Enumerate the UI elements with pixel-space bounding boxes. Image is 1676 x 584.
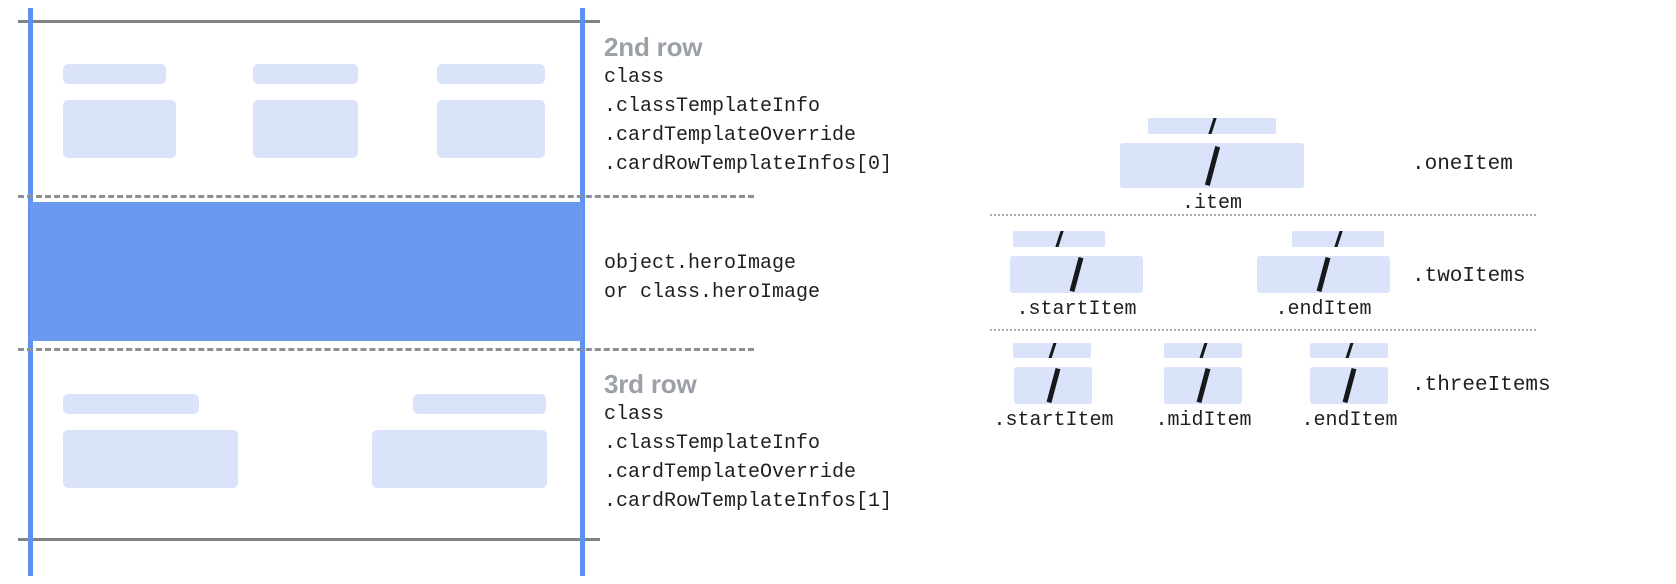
slot-main — [1310, 367, 1388, 404]
slash-icon — [1316, 256, 1331, 293]
slash-icon — [1333, 231, 1344, 247]
hero-image-code-line-1: object.heroImage — [604, 252, 797, 275]
second-row-code-line-3: .cardTemplateOverride — [604, 124, 857, 147]
slash-icon — [1204, 146, 1221, 186]
card-top-rule — [18, 20, 600, 23]
slot-main — [1257, 256, 1390, 293]
group-label-three-items: .threeItems — [1412, 374, 1551, 397]
hero-image-band — [30, 202, 583, 341]
second-row-code-line-2: .classTemplateInfo — [604, 95, 821, 118]
third-row-code-line-4: .cardRowTemplateInfos[1] — [604, 490, 893, 513]
slash-icon — [1047, 343, 1058, 358]
placeholder-body — [437, 100, 545, 158]
placeholder-title — [253, 64, 358, 84]
group-separator — [990, 329, 1536, 331]
group-label-two-items: .twoItems — [1412, 265, 1526, 288]
slot-cap — [1292, 231, 1384, 247]
card-bottom-rule — [18, 538, 600, 541]
second-row-code-line-1: class — [604, 66, 665, 89]
placeholder-body — [63, 100, 176, 158]
slot-cap — [1013, 343, 1091, 358]
third-row-heading: 3rd row — [604, 369, 697, 399]
placeholder-title — [63, 64, 166, 84]
slot-label: .endItem — [1275, 298, 1372, 321]
placeholder-title — [437, 64, 545, 84]
slot-cap — [1310, 343, 1388, 358]
third-row-code-line-2: .classTemplateInfo — [604, 432, 821, 455]
slash-icon — [1207, 118, 1218, 134]
card-template-mockup — [0, 0, 754, 584]
slot-main — [1014, 367, 1092, 404]
annotation-hero-image: object.heroImage or class.heroImage — [604, 249, 820, 307]
second-row-heading: 2nd row — [604, 32, 703, 62]
slot-cap — [1164, 343, 1242, 358]
second-row-code-line-4: .cardRowTemplateInfos[0] — [604, 153, 893, 176]
slash-icon — [1046, 367, 1061, 404]
group-label-one-item: .oneItem — [1412, 153, 1513, 176]
slash-icon — [1069, 256, 1084, 293]
third-row-code-line-1: class — [604, 403, 665, 426]
row-item-layout-diagram: .item .oneItem .startItem .endItem .twoI… — [980, 0, 1676, 584]
slot-label: .startItem — [993, 409, 1114, 432]
annotation-second-row: 2nd row class .classTemplateInfo .cardTe… — [604, 31, 892, 179]
slash-icon — [1196, 367, 1211, 404]
row-separator-top — [18, 195, 754, 198]
slot-label: .endItem — [1301, 409, 1398, 432]
placeholder-body — [253, 100, 358, 158]
third-row-code-line-3: .cardTemplateOverride — [604, 461, 857, 484]
placeholder-body — [372, 430, 547, 488]
slash-icon — [1198, 343, 1209, 358]
placeholder-body — [63, 430, 238, 488]
slot-main — [1010, 256, 1143, 293]
row-separator-bottom — [18, 348, 754, 351]
slot-main — [1164, 367, 1242, 404]
slot-main — [1120, 143, 1304, 188]
annotation-third-row: 3rd row class .classTemplateInfo .cardTe… — [604, 368, 892, 516]
slot-label: .item — [1181, 192, 1242, 215]
placeholder-title — [63, 394, 199, 414]
slot-label: .startItem — [1016, 298, 1137, 321]
slash-icon — [1342, 367, 1357, 404]
hero-image-code-line-2: or class.heroImage — [604, 281, 821, 304]
slash-icon — [1344, 343, 1355, 358]
slot-label: .midItem — [1155, 409, 1252, 432]
placeholder-title — [413, 394, 546, 414]
slot-cap — [1013, 231, 1105, 247]
slash-icon — [1054, 231, 1065, 247]
group-separator — [990, 214, 1536, 216]
slot-cap — [1148, 118, 1276, 134]
